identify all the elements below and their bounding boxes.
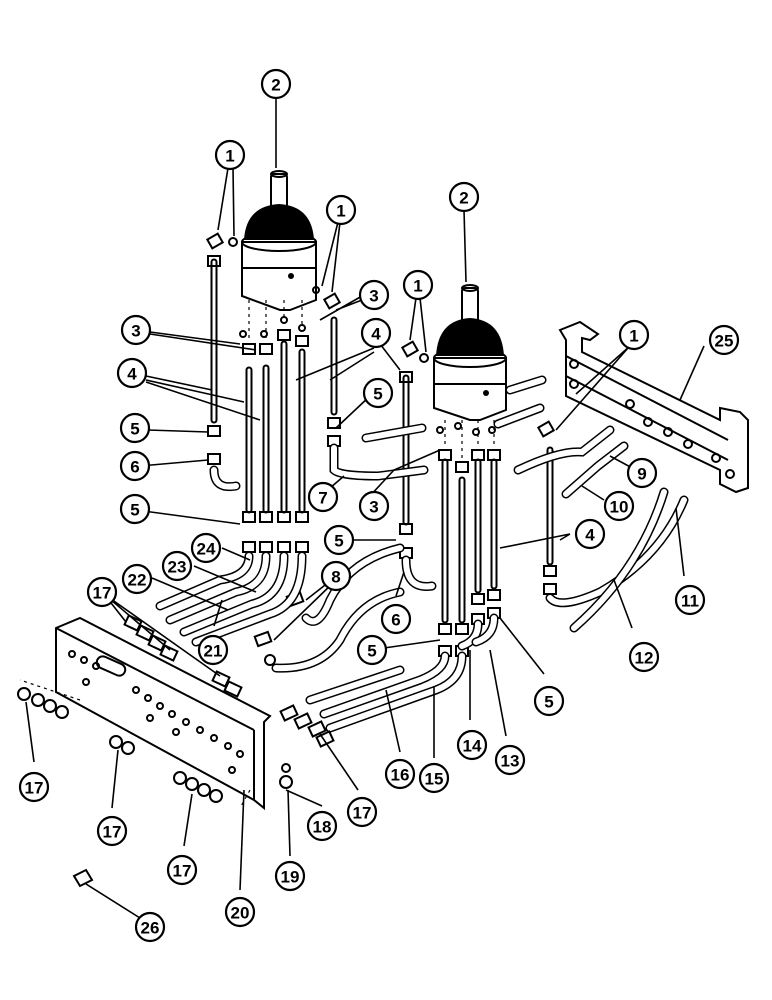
callouts: 2 1 1 2 1 3 3 1 25 4 4 5 5 6 7 3 9 10 5 … (18, 68, 740, 943)
callout-1: 1 (402, 269, 434, 301)
callout-4: 4 (360, 317, 392, 349)
callout-4: 4 (574, 518, 606, 550)
svg-text:23: 23 (168, 558, 187, 577)
right-control-valve (433, 284, 507, 421)
svg-text:22: 22 (128, 571, 147, 590)
svg-text:5: 5 (544, 693, 553, 712)
callout-2: 2 (448, 181, 480, 213)
manifold-block (558, 320, 749, 494)
mounting-plate (55, 616, 272, 811)
svg-text:20: 20 (231, 904, 250, 923)
callout-5: 5 (323, 524, 355, 556)
svg-text:17: 17 (173, 862, 192, 881)
callout-17: 17 (18, 771, 50, 803)
callout-17: 17 (86, 576, 118, 608)
svg-text:3: 3 (369, 287, 378, 306)
left-control-valve (241, 170, 317, 311)
callout-5: 5 (119, 493, 151, 525)
svg-text:17: 17 (103, 823, 122, 842)
svg-text:5: 5 (130, 420, 139, 439)
callout-1: 1 (618, 319, 650, 351)
callout-5: 5 (362, 377, 394, 409)
callout-19: 19 (274, 860, 306, 892)
svg-text:4: 4 (127, 365, 137, 384)
callout-3: 3 (358, 490, 390, 522)
svg-text:4: 4 (585, 526, 595, 545)
callout-15: 15 (418, 762, 450, 794)
callout-6: 6 (380, 603, 412, 635)
callout-5: 5 (356, 634, 388, 666)
svg-text:5: 5 (130, 501, 139, 520)
svg-text:19: 19 (281, 868, 300, 887)
svg-text:5: 5 (334, 532, 343, 551)
callout-3: 3 (358, 279, 390, 311)
callout-12: 12 (628, 641, 660, 673)
svg-text:13: 13 (501, 752, 520, 771)
callout-23: 23 (161, 550, 193, 582)
callout-10: 10 (603, 490, 635, 522)
svg-text:5: 5 (373, 385, 382, 404)
svg-text:15: 15 (425, 770, 444, 789)
rigid-tubes (155, 375, 689, 733)
callout-17: 17 (96, 815, 128, 847)
svg-text:10: 10 (610, 498, 629, 517)
callout-1: 1 (214, 139, 246, 171)
assembly-lines (19, 300, 495, 809)
svg-text:17: 17 (353, 804, 372, 823)
callout-26: 26 (134, 911, 166, 943)
svg-text:2: 2 (271, 76, 280, 95)
svg-text:25: 25 (715, 332, 734, 351)
callout-3: 3 (120, 314, 152, 346)
callout-14: 14 (456, 729, 488, 761)
bulkhead-fittings (17, 614, 335, 888)
callout-9: 9 (626, 457, 658, 489)
callout-5: 5 (119, 412, 151, 444)
callout-1: 1 (325, 194, 357, 226)
svg-text:14: 14 (463, 737, 482, 756)
svg-text:12: 12 (635, 649, 654, 668)
svg-text:2: 2 (459, 189, 468, 208)
svg-text:17: 17 (25, 779, 44, 798)
svg-text:17: 17 (93, 584, 112, 603)
svg-text:6: 6 (391, 611, 400, 630)
mounting-plate-holes (68, 650, 244, 774)
svg-text:3: 3 (369, 498, 378, 517)
svg-text:8: 8 (331, 568, 340, 587)
right-hoses (441, 446, 554, 624)
callout-13: 13 (494, 744, 526, 776)
callout-8: 8 (320, 560, 352, 592)
callout-18: 18 (306, 810, 338, 842)
callout-7: 7 (307, 481, 339, 513)
svg-text:24: 24 (197, 540, 216, 559)
svg-text:18: 18 (313, 818, 332, 837)
svg-text:26: 26 (141, 919, 160, 938)
callout-17: 17 (166, 854, 198, 886)
callout-4: 4 (116, 357, 148, 389)
svg-text:7: 7 (318, 489, 327, 508)
callout-17: 17 (346, 796, 378, 828)
callout-25: 25 (708, 324, 740, 356)
svg-text:3: 3 (131, 322, 140, 341)
callout-16: 16 (384, 758, 416, 790)
svg-text:9: 9 (637, 465, 646, 484)
svg-text:1: 1 (336, 202, 345, 221)
callout-5: 5 (533, 685, 565, 717)
svg-text:4: 4 (371, 325, 381, 344)
callout-22: 22 (121, 563, 153, 595)
callout-6: 6 (119, 450, 151, 482)
svg-text:1: 1 (413, 277, 422, 296)
callout-20: 20 (224, 896, 256, 928)
callout-24: 24 (190, 532, 222, 564)
svg-text:1: 1 (225, 147, 234, 166)
svg-text:1: 1 (629, 327, 638, 346)
svg-text:11: 11 (681, 592, 699, 611)
callout-21: 21 (197, 634, 229, 666)
svg-text:5: 5 (367, 642, 376, 661)
callout-11: 11 (674, 584, 706, 616)
svg-text:21: 21 (204, 642, 223, 661)
svg-text:6: 6 (130, 458, 139, 477)
svg-text:16: 16 (391, 766, 410, 785)
callout-2: 2 (260, 68, 292, 100)
